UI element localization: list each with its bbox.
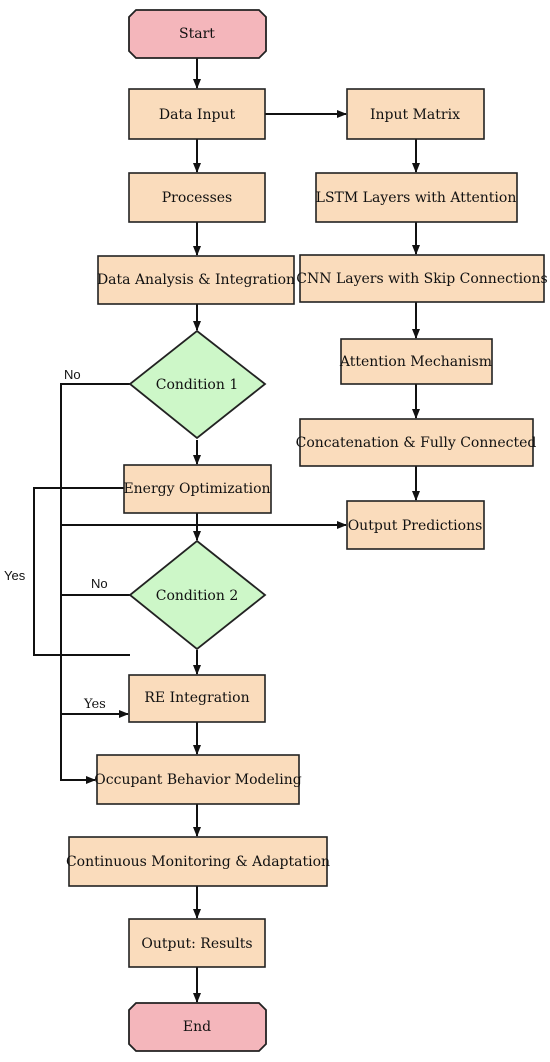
end-node: End — [128, 1002, 267, 1052]
svg-text:Input Matrix: Input Matrix — [370, 107, 460, 123]
condition2-decision: Condition 2 — [128, 539, 267, 651]
cnn-node: CNN Layers with Skip Connections — [296, 254, 548, 303]
monitoring-node: Continuous Monitoring & Adaptation — [66, 836, 330, 887]
attention-mechanism-node: Attention Mechanism — [339, 338, 493, 385]
label-yes-left: Yes — [4, 568, 26, 583]
connectors — [33, 58, 420, 1003]
svg-text:CNN Layers with Skip Connectio: CNN Layers with Skip Connections — [296, 271, 547, 287]
label-no-condition2: No — [91, 576, 108, 591]
svg-text:Condition 2: Condition 2 — [156, 588, 239, 604]
concatenation-node: Concatenation & Fully Connected — [296, 418, 537, 467]
condition1-decision: Condition 1 — [128, 329, 267, 440]
svg-text:Continuous Monitoring & Adapta: Continuous Monitoring & Adaptation — [66, 854, 330, 870]
svg-text:Data Input: Data Input — [159, 107, 236, 123]
svg-text:LSTM Layers with Attention: LSTM Layers with Attention — [316, 190, 517, 206]
svg-text:Start: Start — [179, 26, 215, 42]
svg-text:Data Analysis & Integration: Data Analysis & Integration — [97, 272, 295, 288]
lstm-node: LSTM Layers with Attention — [315, 172, 518, 223]
input-matrix-node: Input Matrix — [346, 88, 485, 140]
output-results-node: Output: Results — [128, 918, 266, 968]
start-node: Start — [128, 9, 267, 59]
svg-text:Output Predictions: Output Predictions — [348, 518, 483, 534]
data-analysis-node: Data Analysis & Integration — [97, 255, 295, 305]
edge-condition1-no — [60, 383, 130, 784]
svg-text:Processes: Processes — [162, 190, 233, 206]
processes-node: Processes — [128, 172, 266, 223]
energy-optimization-node: Energy Optimization — [123, 464, 272, 514]
svg-text:Energy Optimization: Energy Optimization — [123, 481, 270, 497]
label-yes-re: Yes — [83, 697, 106, 712]
svg-text:RE Integration: RE Integration — [144, 690, 249, 706]
output-predictions-node: Output Predictions — [346, 500, 485, 550]
svg-text:Output: Results: Output: Results — [141, 936, 252, 952]
data-input-node: Data Input — [128, 88, 266, 140]
svg-text:Occupant Behavior Modeling: Occupant Behavior Modeling — [94, 772, 301, 788]
edge-yes-loop — [33, 487, 130, 656]
svg-text:Concatenation & Fully Connecte: Concatenation & Fully Connected — [296, 435, 537, 451]
re-integration-node: RE Integration — [128, 674, 266, 723]
label-no-condition1: No — [64, 367, 81, 382]
occupant-behavior-node: Occupant Behavior Modeling — [94, 754, 302, 805]
svg-text:Attention Mechanism: Attention Mechanism — [339, 354, 492, 370]
svg-text:Condition 1: Condition 1 — [156, 377, 239, 393]
svg-text:End: End — [183, 1019, 211, 1035]
